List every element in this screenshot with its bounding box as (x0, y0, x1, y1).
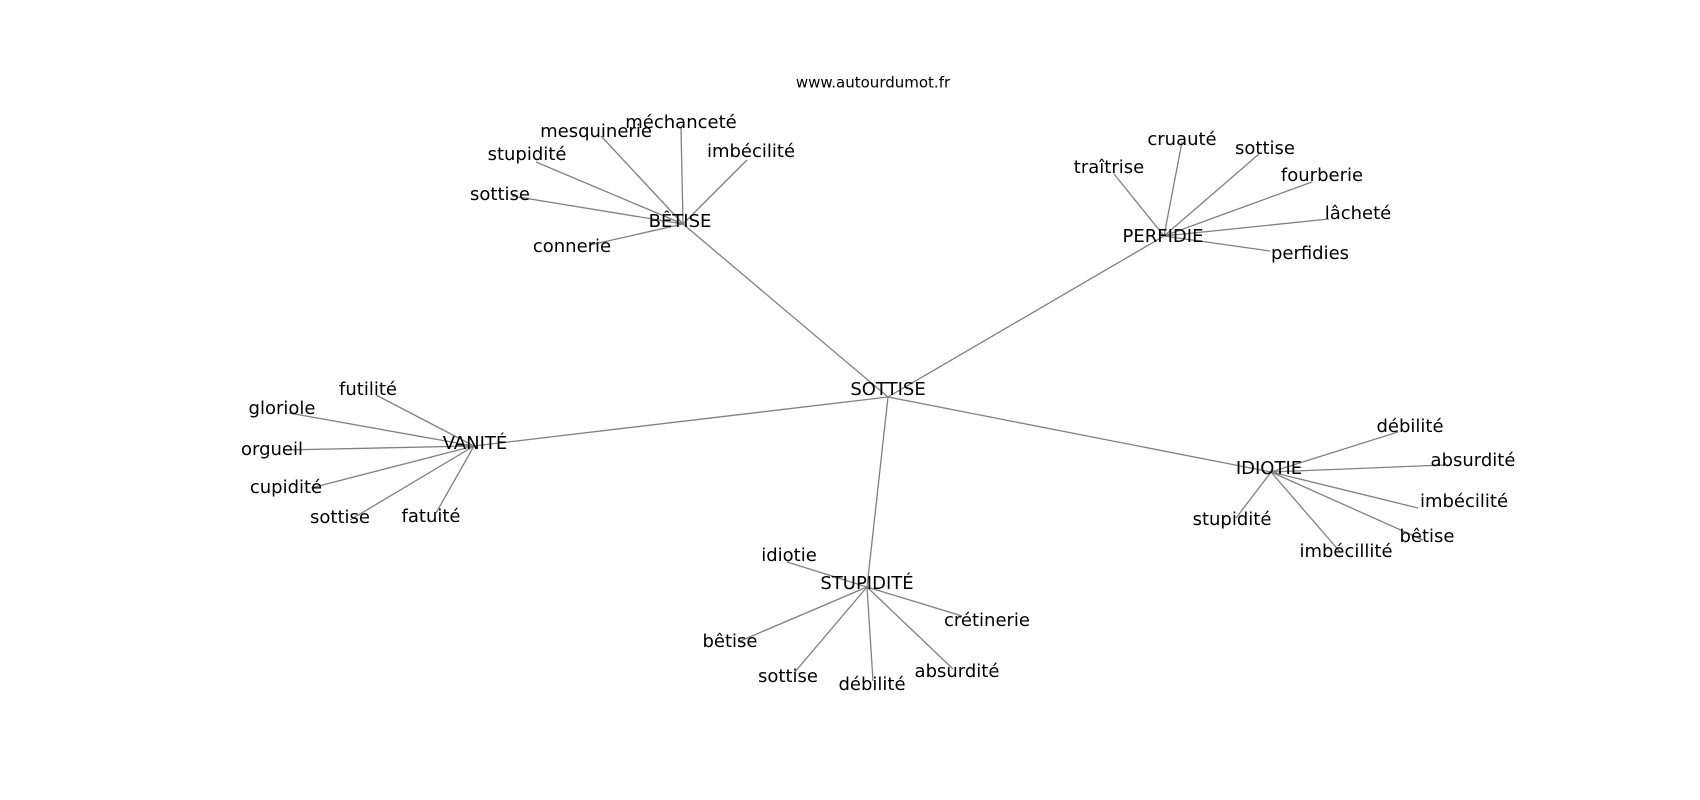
leaf-node-perfidie-lachete: lâcheté (1325, 203, 1392, 224)
leaf-node-betise-connerie: connerie (533, 236, 611, 257)
edge-betise-stupidite (535, 161, 684, 225)
leaf-node-idiotie-debilite: débilité (1376, 416, 1443, 437)
edge-betise-mechancete (680, 127, 684, 225)
label-layer: www.autourdumot.fr SOTTISE BÊTISE méchance… (241, 74, 1515, 696)
leaf-node-perfidie-sottise: sottise (1235, 138, 1295, 159)
edge-idiotie-imbecilite (1270, 471, 1419, 509)
source-label: www.autourdumot.fr (796, 74, 951, 92)
leaf-node-perfidie-cruaute: cruauté (1147, 129, 1216, 150)
edge-stupidite-absurdite (866, 586, 954, 670)
edge-perfidie-traitrise (1113, 173, 1165, 237)
leaf-node-stupidite-sottise: sottise (758, 666, 818, 687)
leaf-node-betise-imbecilite: imbécilité (707, 141, 795, 162)
leaf-node-stupidite-idiotie: idiotie (761, 545, 817, 566)
leaf-node-stupidite-betise: bêtise (702, 631, 757, 652)
edge-layer (283, 127, 1445, 682)
edge-vanite-orgueil (283, 445, 475, 451)
edge-perfidie-fourberie (1163, 181, 1313, 237)
leaf-node-vanite-orgueil: orgueil (241, 439, 303, 460)
leaf-node-betise-mechancete: méchanceté (625, 112, 736, 133)
hub-node-betise: BÊTISE (649, 210, 712, 232)
leaf-node-idiotie-absurdite: absurdité (1431, 450, 1516, 471)
edge-perfidie-sottise (1163, 153, 1260, 237)
leaf-node-stupidite-cretinerie: crétinerie (944, 610, 1030, 631)
leaf-node-stupidite-debilite: débilité (838, 674, 905, 695)
leaf-node-vanite-cupidite: cupidité (250, 477, 322, 498)
leaf-node-perfidie-traitrise: traîtrise (1074, 157, 1144, 178)
edge-perfidie-perfidies (1163, 235, 1271, 252)
edge-idiotie-imbecillite (1270, 471, 1342, 554)
edge-betise-sottise (511, 195, 684, 225)
leaf-node-idiotie-imbecilite: imbécilité (1420, 491, 1508, 512)
edge-center-stupidite (866, 396, 889, 588)
edge-idiotie-betise (1270, 471, 1424, 541)
edge-stupidite-betise (737, 586, 868, 643)
edge-vanite-sottise (349, 445, 475, 521)
edge-vanite-futilite (375, 394, 475, 447)
leaf-node-betise-sottise: sottise (470, 184, 530, 205)
leaf-node-betise-stupidite: stupidité (488, 144, 567, 165)
edge-idiotie-stupidite (1235, 471, 1272, 519)
center-node-sottise: SOTTISE (850, 379, 925, 400)
edge-vanite-gloriole (288, 412, 475, 447)
leaf-node-perfidie-perfidies: perfidies (1271, 243, 1349, 264)
leaf-node-perfidie-fourberie: fourberie (1281, 165, 1363, 186)
edge-center-perfidie (887, 235, 1165, 398)
edge-idiotie-debilite (1270, 431, 1399, 473)
leaf-node-vanite-fatuite: fatuité (402, 506, 461, 527)
hub-node-stupidite: STUPIDITÉ (820, 572, 913, 594)
hub-node-idiotie: IDIOTIE (1236, 458, 1302, 479)
edge-stupidite-idiotie (786, 561, 868, 588)
edge-betise-connerie (589, 223, 684, 246)
edge-betise-imbecilite (682, 159, 748, 225)
edge-betise-mesquinerie (600, 135, 684, 225)
hub-node-vanite: VANITÉ (443, 432, 508, 454)
leaf-node-vanite-gloriole: gloriole (249, 398, 316, 419)
edge-center-vanite (473, 396, 889, 447)
edge-center-idiotie (887, 396, 1272, 473)
edge-stupidite-cretinerie (866, 586, 963, 617)
leaf-node-stupidite-absurdite: absurdité (915, 661, 1000, 682)
edge-perfidie-lachete (1163, 218, 1330, 237)
edge-stupidite-debilite (866, 586, 874, 682)
edge-stupidite-sottise (793, 586, 868, 674)
leaf-node-betise-mesquinerie: mesquinerie (540, 121, 652, 142)
edge-vanite-fatuite (435, 445, 475, 514)
edge-idiotie-absurdite (1270, 464, 1445, 473)
edge-center-betise (682, 223, 889, 398)
leaf-node-idiotie-betise: bêtise (1399, 526, 1454, 547)
hub-node-perfidie: PERFIDIE (1123, 226, 1204, 247)
leaf-node-idiotie-imbecillite: imbécillité (1299, 541, 1392, 562)
edge-perfidie-cruaute (1163, 141, 1183, 237)
leaf-node-vanite-sottise: sottise (310, 507, 370, 528)
edge-vanite-cupidite (310, 445, 475, 489)
leaf-node-vanite-futilite: futilité (339, 379, 397, 400)
leaf-node-idiotie-stupidite: stupidité (1193, 509, 1272, 530)
